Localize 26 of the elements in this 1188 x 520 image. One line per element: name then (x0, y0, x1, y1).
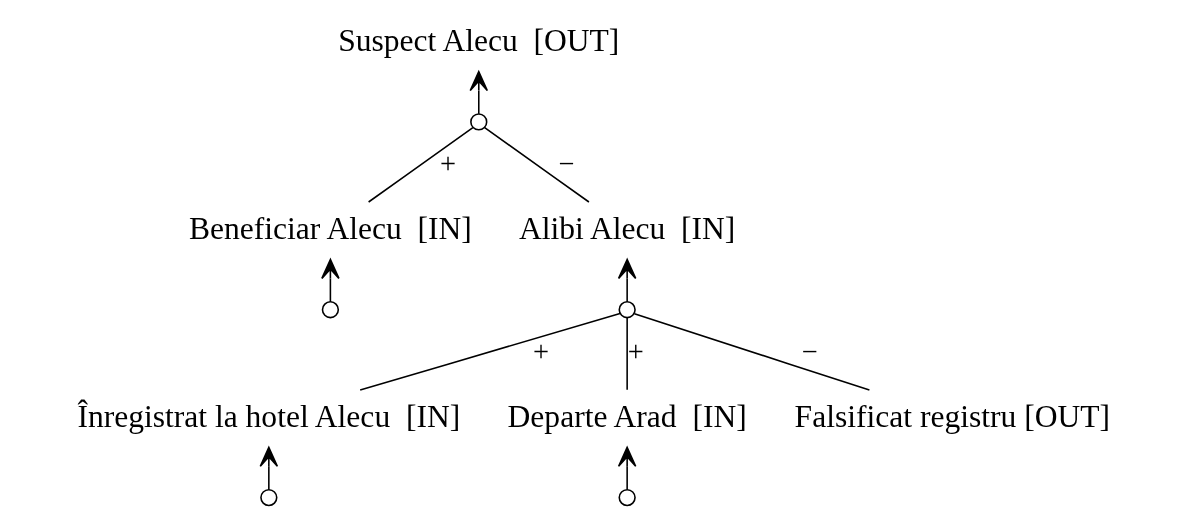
node-circle (321, 301, 340, 319)
edge-label: − (801, 335, 818, 367)
node-circle (470, 113, 488, 131)
edge-label: + (439, 148, 457, 180)
arrow (321, 258, 340, 303)
connector (367, 126, 474, 203)
node-circle (618, 301, 636, 319)
connector (626, 317, 628, 391)
edge-label: + (533, 335, 550, 367)
node-text: Alibi Alecu [IN] (518, 210, 736, 246)
arrow (259, 446, 279, 491)
edge-label: − (558, 148, 575, 180)
node-text: Înregistrat la hotel Alecu [IN] (77, 398, 461, 434)
node-text: Beneficiar Alecu [IN] (188, 210, 472, 246)
node-circle (260, 488, 278, 507)
arrow (617, 258, 637, 303)
arrow (469, 70, 489, 115)
node-circle (618, 488, 636, 507)
edge-label: + (627, 335, 644, 367)
connector (359, 312, 621, 391)
node-text: Suspect Alecu [OUT] (338, 22, 620, 58)
connector (483, 126, 590, 203)
node-text: Departe Arad [IN] (507, 398, 747, 434)
node-text: Falsificat registru [OUT] (794, 398, 1111, 434)
arrow (617, 446, 637, 491)
connector (633, 312, 871, 391)
